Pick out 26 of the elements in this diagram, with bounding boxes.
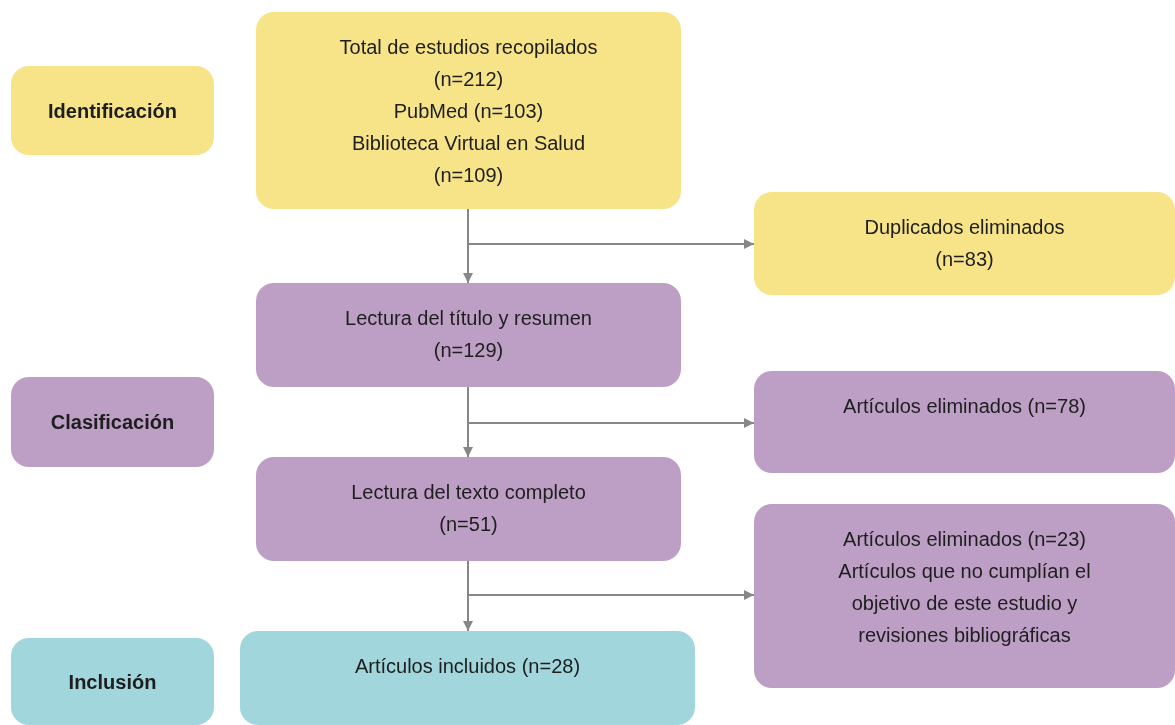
box-text: Biblioteca Virtual en Salud (n=109) [350,131,587,188]
process-box [754,504,1175,688]
stage-label: Inclusión [68,669,157,695]
stage-label: Clasificación [50,410,175,435]
arrow [467,208,755,249]
process-box [754,371,1175,473]
box-text: PubMed (n=103) [393,99,544,124]
box-text: Duplicados eliminados (n=83) [863,215,1066,272]
process-box [240,631,695,725]
process-box [754,192,1175,295]
box-text: Total de estudios recopilados (n=212) [338,35,599,92]
box-text: Lectura del título y resumen (n=129) [344,306,593,363]
arrow [467,386,755,428]
box-text: Artículos eliminados (n=23) [843,527,1086,552]
stage-label-box [11,377,214,467]
process-box [256,457,681,561]
box-text: Artículos incluidos (n=28) [354,654,581,679]
stage-label: Identificación [48,98,177,124]
box-text: Lectura del texto completo (n=51) [350,480,587,537]
arrow [467,560,755,600]
stage-label-box [11,66,214,155]
box-text: Artículos eliminados (n=78) [843,394,1086,419]
process-box [256,12,681,209]
stage-label-box [11,638,214,725]
process-box [256,283,681,387]
box-text: Artículos que no cumplían el objetivo de este estudio y revisiones bibliográficas [837,559,1092,648]
